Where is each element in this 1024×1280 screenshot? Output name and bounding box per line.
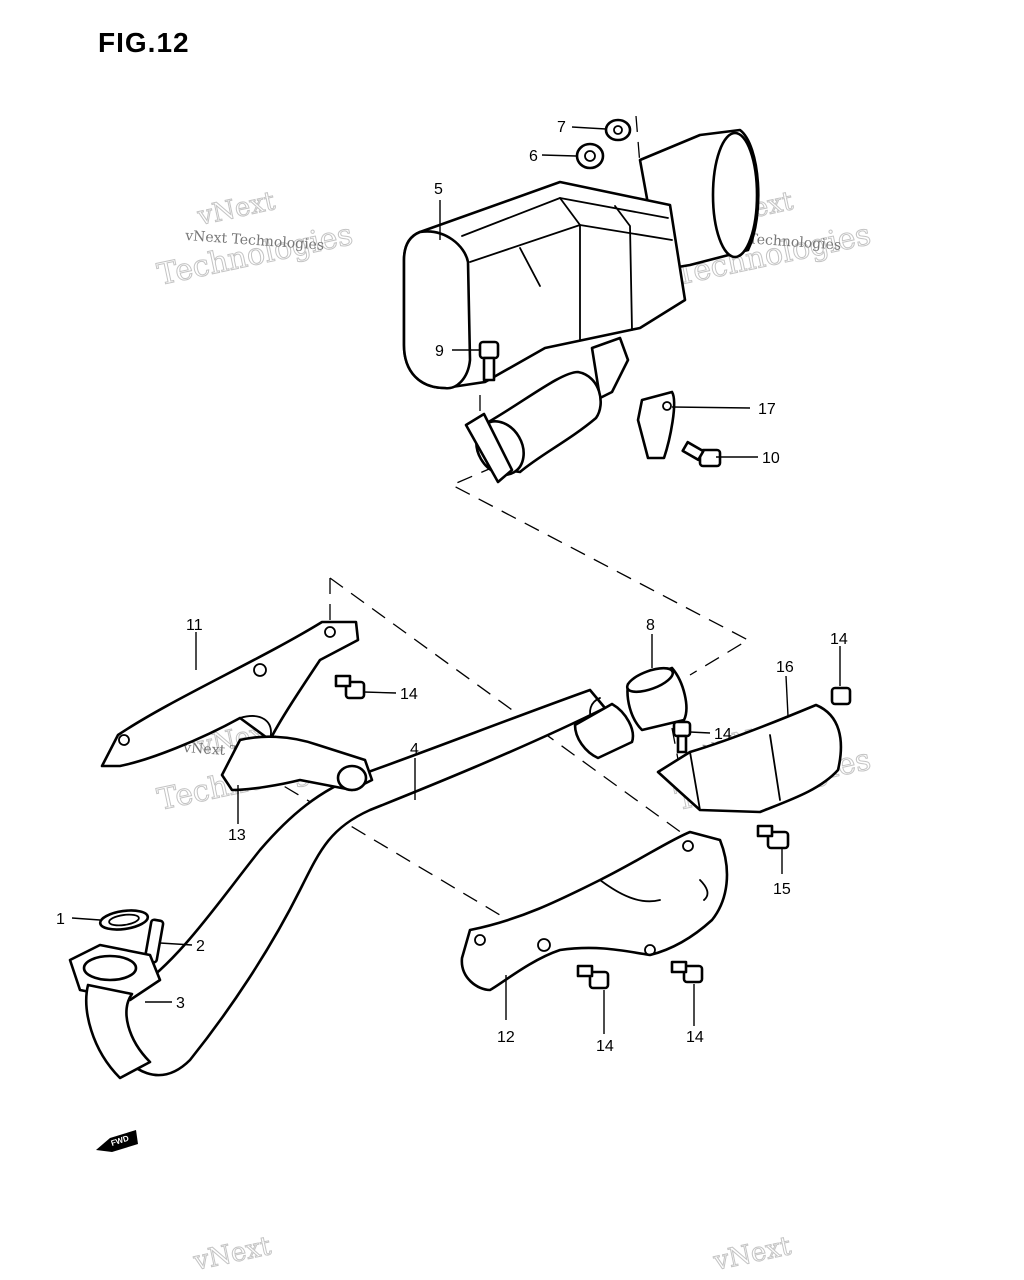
callout-14: 14 [400,686,418,703]
callout-9: 9 [435,343,444,360]
bolt [681,440,722,468]
callout-15: 15 [773,881,791,898]
heat-shield-bracket [100,620,360,768]
bolt [576,964,610,990]
pipe-collar [625,666,688,732]
grommet [575,142,605,170]
bolt [670,960,704,984]
leader-lines [71,126,841,1034]
watermark-bottom-right: vNext [710,1231,795,1278]
callout-5: 5 [434,181,443,198]
watermark-word: Technologies [154,217,355,293]
callout-8: 8 [646,617,655,634]
gasket [98,909,150,931]
callout-14: 14 [830,631,848,648]
watermark-top-left: vNext Technologies vNext Technologies [154,186,356,294]
nut [604,118,632,142]
callout-14: 14 [714,726,732,743]
callout-12: 12 [497,1029,515,1046]
figure-title: FIG.12 [98,27,190,58]
bolt [830,686,852,706]
bolt [334,674,366,700]
watermark-bottom-left: vNext [190,1231,275,1278]
callout-16: 16 [776,659,794,676]
callout-14: 14 [686,1029,704,1046]
muffler [402,128,760,484]
pipe-clamp [220,735,374,792]
watermark-word: vNext [194,186,278,232]
callout-6: 6 [529,148,538,165]
callout-labels: 1 2 3 4 5 6 7 8 9 10 11 12 13 14 14 14 1… [56,119,848,1055]
bolt [756,824,790,850]
callout-14: 14 [596,1038,614,1055]
watermark-word: vNext [190,1231,274,1277]
callout-17: 17 [758,401,776,418]
forward-direction-arrow: FWD [96,1130,138,1152]
callout-3: 3 [176,995,185,1012]
callout-2: 2 [196,938,205,955]
bolt [478,340,500,382]
watermark-word: vNext [710,1231,794,1277]
callout-1: 1 [56,911,65,928]
callout-7: 7 [557,119,566,136]
callout-10: 10 [762,450,780,467]
muffler-protector [656,703,843,814]
exhaust-flange [68,943,162,1080]
bolt [672,720,692,754]
callout-13: 13 [228,827,246,844]
callout-4: 4 [410,741,419,758]
callout-11: 11 [186,617,203,634]
bracket-plate [636,390,676,460]
